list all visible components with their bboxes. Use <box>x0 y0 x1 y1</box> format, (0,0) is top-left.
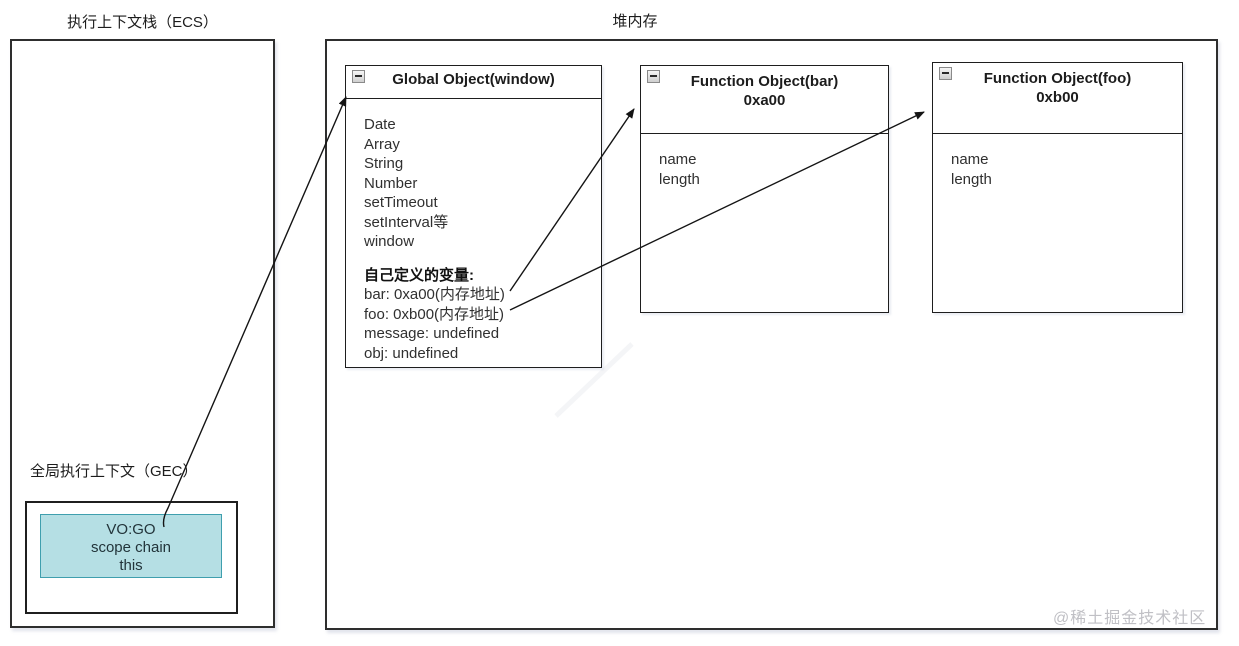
builtin-item: Number <box>364 174 418 192</box>
builtin-item: setTimeout <box>364 194 438 211</box>
builtin-item: window <box>364 233 415 250</box>
function-bar-header: Function Object(bar) 0xa00 <box>641 66 888 134</box>
variable-item: foo: 0xb00(内存地址) <box>364 305 505 323</box>
function-foo-title: Function Object(foo) <box>983 70 1132 87</box>
watermark: @稀土掘金技术社区 <box>1053 610 1207 627</box>
vo-line: VO:GO <box>106 521 156 538</box>
prop-item: length <box>951 170 992 188</box>
prop-item: name <box>659 151 697 168</box>
builtin-item: Date <box>364 116 396 133</box>
function-foo-body: name length <box>933 134 1182 189</box>
function-foo-header: Function Object(foo) 0xb00 <box>933 63 1182 134</box>
global-object-header: Global Object(window) <box>346 66 601 99</box>
global-object-body: Date Array String Number setTimeout setI… <box>346 99 601 363</box>
ecs-title: 执行上下文栈（ECS） <box>67 14 218 31</box>
vo-line: this <box>119 557 143 574</box>
global-object-box: Global Object(window) Date Array String … <box>345 65 602 368</box>
function-foo-box: Function Object(foo) 0xb00 name length <box>932 62 1183 313</box>
prop-item: name <box>951 151 989 168</box>
vo-go-box: VO:GO scope chain this <box>40 514 222 578</box>
prop-item: length <box>659 170 700 188</box>
collapse-icon[interactable] <box>352 70 365 83</box>
function-bar-body: name length <box>641 134 888 189</box>
builtin-item: Array <box>364 135 400 153</box>
builtin-item: setInterval等 <box>364 213 449 231</box>
vo-line: scope chain <box>90 539 172 556</box>
collapse-icon[interactable] <box>647 70 660 83</box>
variable-item: bar: 0xa00(内存地址) <box>364 286 505 303</box>
function-bar-address: 0xa00 <box>743 91 786 109</box>
function-bar-title: Function Object(bar) <box>690 73 839 90</box>
global-object-title: Global Object(window) <box>392 71 555 88</box>
function-foo-address: 0xb00 <box>1036 88 1079 106</box>
variable-item: obj: undefined <box>364 344 459 362</box>
own-variables-header: 自己定义的变量: <box>364 266 474 284</box>
gec-label: 全局执行上下文（GEC） <box>30 463 198 480</box>
builtin-item: String <box>364 155 404 172</box>
function-bar-box: Function Object(bar) 0xa00 name length <box>640 65 889 313</box>
collapse-icon[interactable] <box>939 67 952 80</box>
variable-item: message: undefined <box>364 325 500 342</box>
heap-title: 堆内存 <box>612 13 658 30</box>
